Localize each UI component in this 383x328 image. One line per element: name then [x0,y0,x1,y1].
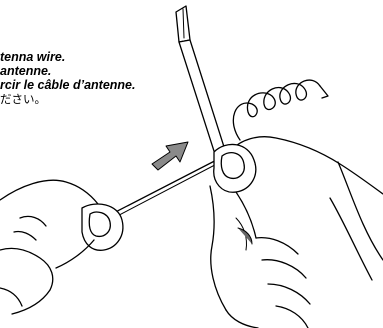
instruction-line-jp: ださい。 [0,92,240,106]
instruction-line-en: tenna wire. [0,50,240,64]
instruction-line-fr: rcir le câble d’antenne. [0,78,240,92]
direction-arrow [152,142,188,170]
instruction-caption: tenna wire. antenne. rcir le câble d’ant… [0,50,240,106]
wire-coil [233,80,328,140]
right-hand [210,137,383,328]
instruction-line-de: antenne. [0,64,240,78]
left-hand [0,180,123,314]
